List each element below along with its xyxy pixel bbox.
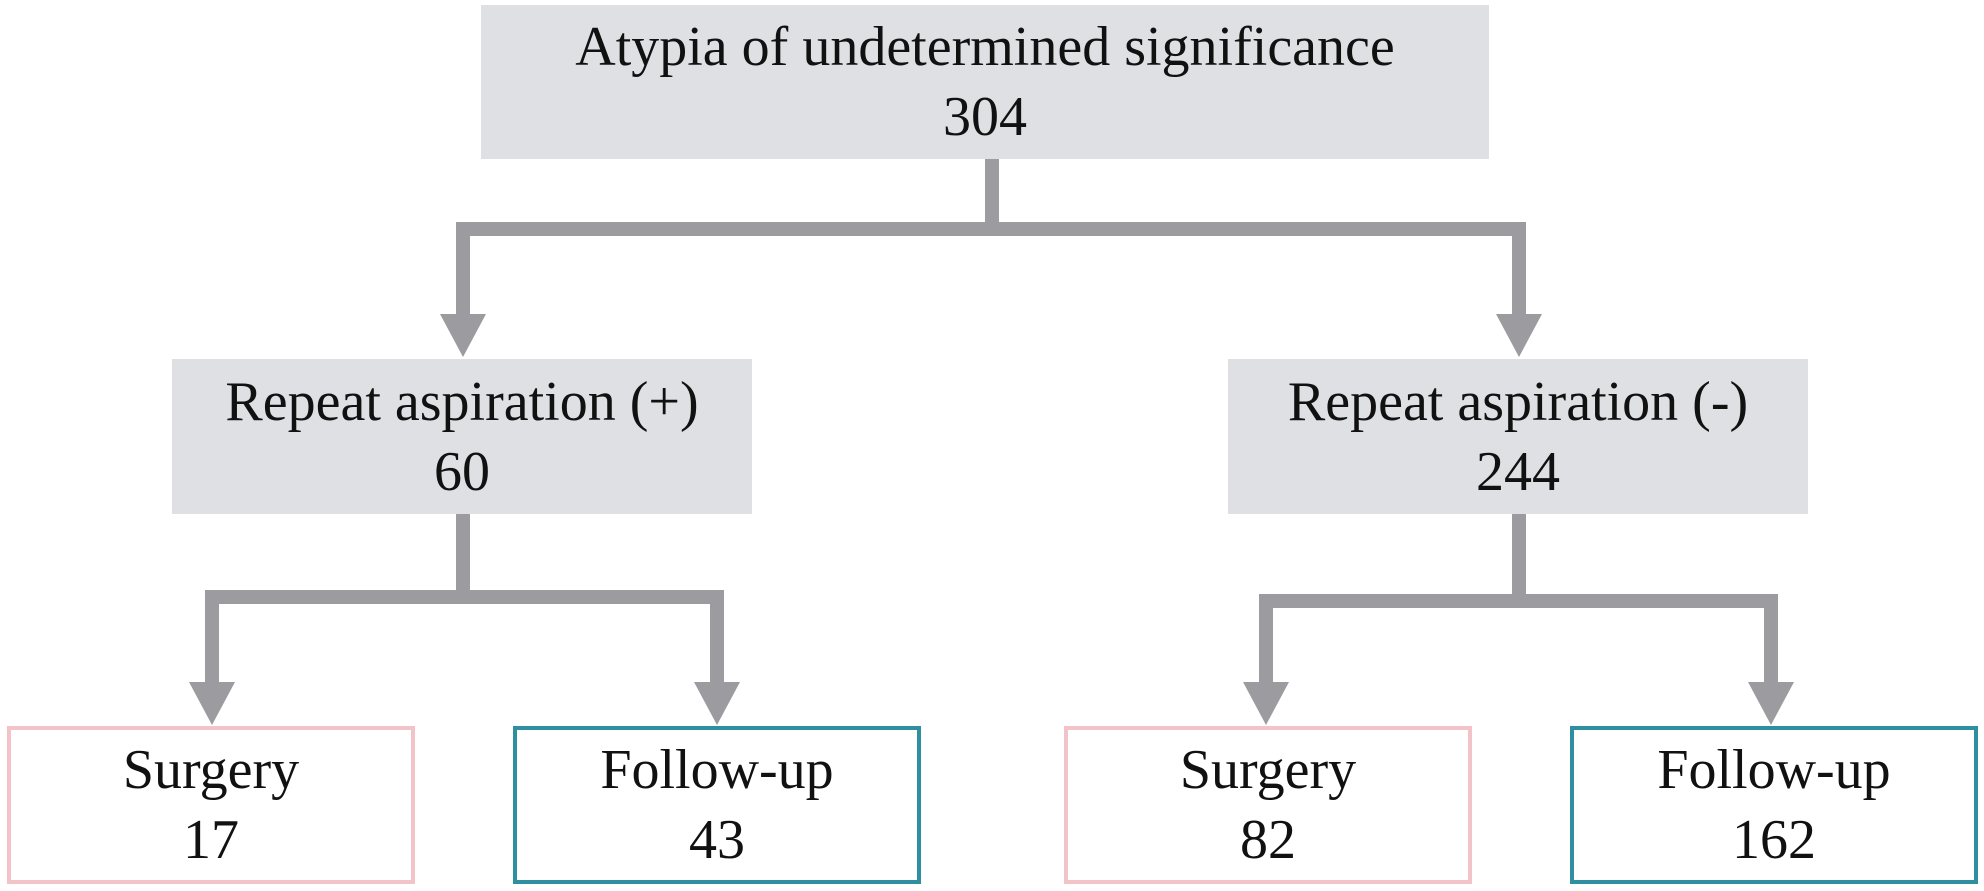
followup-node-positive: Follow-up 43 bbox=[513, 726, 921, 884]
surgery-positive-title: Surgery bbox=[122, 739, 300, 801]
repeat-aspiration-positive-title: Repeat aspiration (+) bbox=[225, 370, 699, 433]
surgery-positive-count: 17 bbox=[183, 809, 239, 871]
connector-root-branches bbox=[456, 159, 1526, 318]
surgery-node-negative: Surgery 82 bbox=[1064, 726, 1472, 884]
surgery-negative-count: 82 bbox=[1240, 809, 1296, 871]
arrowhead-to-surgery-negative bbox=[1243, 682, 1289, 725]
arrowhead-to-negative bbox=[1496, 314, 1542, 357]
arrowhead-to-surgery-positive bbox=[189, 682, 235, 725]
root-node-title: Atypia of undetermined significance bbox=[575, 16, 1395, 78]
arrowhead-to-positive bbox=[440, 314, 486, 357]
followup-node-negative: Follow-up 162 bbox=[1570, 726, 1978, 884]
repeat-aspiration-positive-node: Repeat aspiration (+) 60 bbox=[172, 359, 752, 514]
surgery-negative-title: Surgery bbox=[1179, 739, 1357, 801]
root-node-count: 304 bbox=[943, 86, 1027, 148]
repeat-aspiration-negative-node: Repeat aspiration (-) 244 bbox=[1228, 359, 1808, 514]
root-node-atypia: Atypia of undetermined significance 304 bbox=[481, 5, 1489, 159]
arrowhead-to-followup-negative bbox=[1748, 682, 1794, 725]
followup-positive-title: Follow-up bbox=[600, 739, 834, 801]
connector-positive-branches bbox=[205, 514, 724, 686]
followup-negative-title: Follow-up bbox=[1657, 739, 1891, 801]
repeat-aspiration-negative-count: 244 bbox=[1476, 440, 1560, 503]
surgery-node-positive: Surgery 17 bbox=[7, 726, 415, 884]
connector-negative-branches bbox=[1259, 514, 1778, 686]
followup-positive-count: 43 bbox=[689, 809, 745, 871]
followup-negative-count: 162 bbox=[1732, 809, 1816, 871]
repeat-aspiration-negative-title: Repeat aspiration (-) bbox=[1287, 370, 1749, 433]
arrowhead-to-followup-positive bbox=[694, 682, 740, 725]
repeat-aspiration-positive-count: 60 bbox=[434, 440, 490, 503]
